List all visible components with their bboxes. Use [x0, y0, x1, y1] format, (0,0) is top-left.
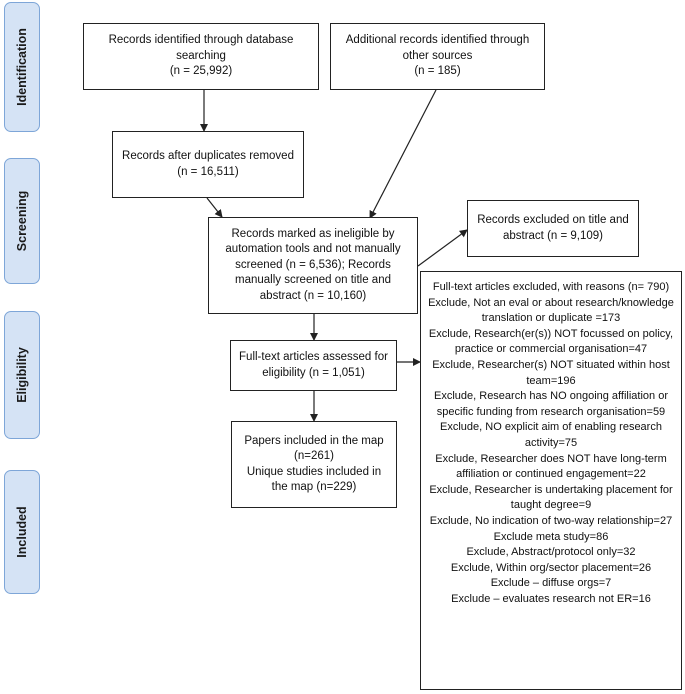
- exclusion-reason: Exclude, Research has NO ongoing affilia…: [434, 390, 668, 418]
- box-fulltext-assessed: Full-text articles assessed for eligibil…: [230, 340, 397, 391]
- exclusion-reason: Exclude, NO explicit aim of enabling res…: [440, 421, 662, 449]
- box-text: Papers included in the map (n=261) Uniqu…: [244, 434, 384, 494]
- arrow-dedup-to-screened: [206, 197, 223, 218]
- arrow-screened-to-excluded: [417, 229, 468, 267]
- exclusion-reason: Exclude – evaluates research not ER=16: [451, 592, 651, 605]
- box-after-duplicates: Records after duplicates removed (n = 16…: [112, 131, 304, 198]
- exclusion-reason: Full-text articles excluded, with reason…: [432, 281, 670, 293]
- box-text: Records excluded on title and abstract (…: [477, 214, 629, 242]
- box-text: Records marked as ineligible by automati…: [225, 227, 401, 302]
- box-other-sources: Additional records identified through ot…: [330, 23, 545, 90]
- stage-screening: Screening: [4, 158, 40, 284]
- box-text: Records after duplicates removed (n = 16…: [122, 150, 294, 178]
- box-excluded-title-abstract: Records excluded on title and abstract (…: [467, 200, 639, 257]
- stage-included: Included: [4, 470, 40, 594]
- box-text: Full-text articles assessed for eligibil…: [239, 351, 388, 379]
- box-database-records: Records identified through database sear…: [83, 23, 319, 90]
- exclusion-reason: Exclude, Researcher(s) NOT situated with…: [432, 358, 670, 387]
- exclusion-reason: Exclude meta study=86: [493, 530, 609, 543]
- box-text: Records identified through database sear…: [108, 34, 294, 78]
- exclusion-reason: Exclude – diffuse orgs=7: [490, 577, 612, 590]
- stage-eligibility: Eligibility: [4, 311, 40, 439]
- exclusion-reason: Exclude, Research(er(s)) NOT focussed on…: [428, 327, 674, 356]
- arrow-other-to-screened: [369, 89, 437, 219]
- exclusion-reason: Exclude, No indication of two-way relati…: [429, 514, 673, 527]
- box-screened-records: Records marked as ineligible by automati…: [208, 217, 418, 314]
- exclusion-reason: Exclude, Abstract/protocol only=32: [466, 546, 636, 559]
- box-fulltext-excluded: Full-text articles excluded, with reason…: [420, 271, 682, 690]
- exclusion-reason: Exclude, Researcher does NOT have long-t…: [435, 452, 667, 481]
- exclusion-reason-list: Full-text articles excluded, with reason…: [427, 280, 675, 607]
- box-text: Additional records identified through ot…: [345, 34, 530, 78]
- box-included-studies: Papers included in the map (n=261) Uniqu…: [231, 421, 397, 508]
- stage-identification: Identification: [4, 2, 40, 132]
- exclusion-reason: Exclude, Researcher is undertaking place…: [429, 483, 673, 512]
- exclusion-reason: Exclude, Within org/sector placement=26: [450, 561, 652, 574]
- exclusion-reason: Exclude, Not an eval or about research/k…: [428, 296, 674, 325]
